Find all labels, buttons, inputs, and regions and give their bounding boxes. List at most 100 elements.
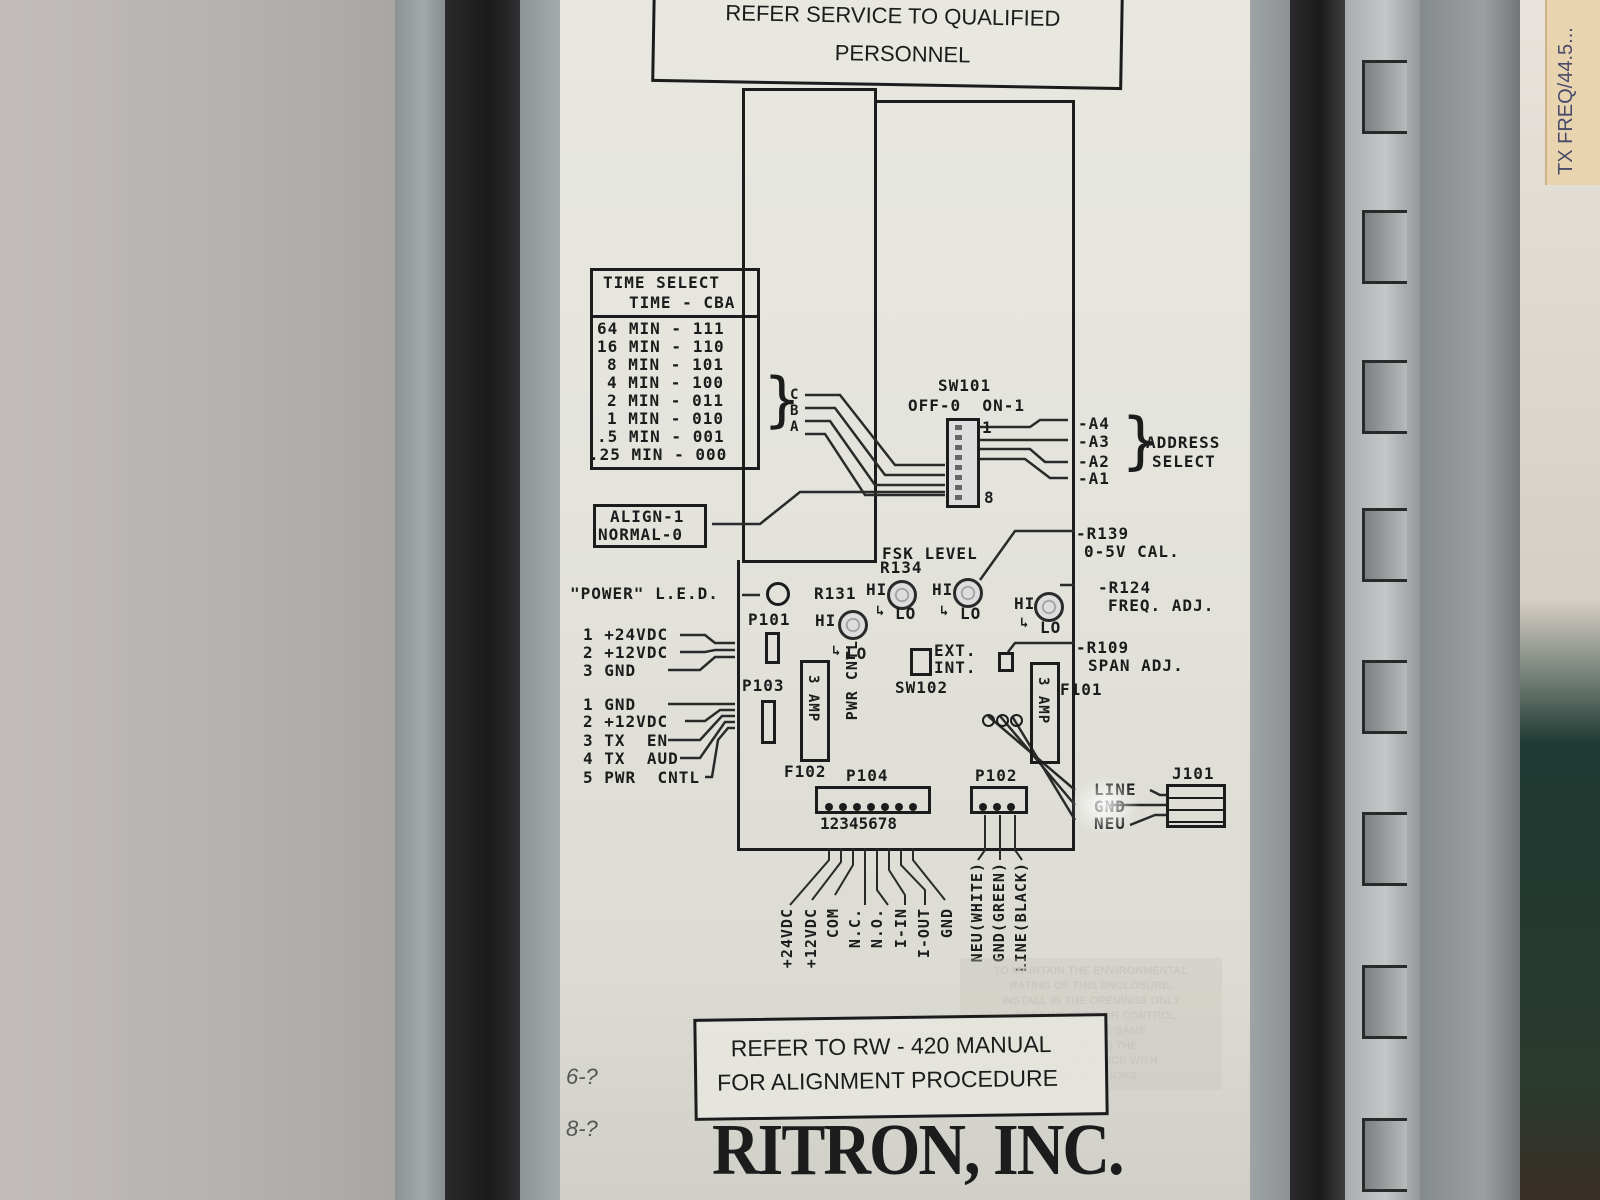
j101-terminal-block[interactable] [1166,784,1226,828]
sw101-name: SW101 [938,376,992,395]
p104-pin-8: GND [938,908,956,939]
p101-connector[interactable] [765,632,780,664]
r134-potentiometer[interactable] [887,580,917,610]
p102-connector[interactable] [970,786,1028,814]
time-select-header: TIME SELECT TIME - CBA [593,271,757,318]
hinge-knuckle [1362,660,1407,734]
address-select-label-1: ADDRESS [1146,433,1221,452]
enclosure-inner-lip [520,0,565,1200]
p103-pin-2: 2 +12VDC [583,712,669,731]
align-label: ALIGN-1 [610,507,685,526]
r131-potentiometer[interactable] [838,610,868,640]
p104-pin-4: N.C. [846,908,864,949]
r131-lo: LO [846,644,868,663]
hinge-knuckle [1362,812,1407,886]
align-mode-box: ALIGN-1 NORMAL-0 [593,504,707,548]
p104-connector[interactable] [815,786,931,814]
r124-hi: HI [1014,594,1036,613]
p104-pin-1: +24VDC [778,908,796,969]
power-led-icon [766,582,790,606]
sw102-switch[interactable] [910,648,932,676]
sw101-legend: OFF-0 ON-1 [908,396,1025,415]
line-terminals [982,712,1024,731]
hinge-knuckle [1362,210,1407,284]
r109-name: -R109 [1076,638,1130,657]
r139-hi: HI [932,580,954,599]
cba-label-a: A [790,419,800,435]
sw101-pin-1: 1 [982,418,993,437]
brand-logo: RITRON, INC. [712,1110,1125,1191]
p103-name: P103 [742,676,785,695]
sw102-ext: EXT. [934,641,977,660]
p104-pin-6: I-IN [892,908,910,949]
r134-lo: LO [895,604,917,623]
p103-pin-3: 3 TX EN [583,731,669,750]
j101-name: J101 [1172,764,1215,783]
cba-bracket: } [764,365,802,435]
p104-pin-5: N.O. [868,908,886,949]
hinge-knuckle [1362,360,1407,434]
time-row: 1 MIN - 010 [607,409,724,428]
p102-name: P102 [975,766,1018,785]
hinge-knuckle [1362,965,1407,1039]
p103-pin-4: 4 TX AUD [583,749,679,768]
alignment-line-1: REFER TO RW - 420 MANUAL [730,1030,1052,1062]
enclosure-frame-right [1250,0,1290,1200]
board-outline [742,560,877,563]
r124-arrow-icon: ↳ [1020,615,1030,631]
board-outline [874,88,877,563]
p104-name: P104 [846,766,889,785]
gasket-right [1290,0,1350,1200]
p103-connector[interactable] [761,700,776,744]
r134-arrow-icon: ↳ [876,603,886,619]
alignment-procedure-box: REFER TO RW - 420 MANUAL FOR ALIGNMENT P… [693,1013,1109,1121]
wall-background [0,0,395,1200]
time-row: .5 MIN - 001 [597,427,725,446]
address-bracket: } [1122,404,1161,477]
hinge-knuckle [1362,1118,1407,1192]
r131-hi: HI [815,611,837,630]
f101-rating: 3 AMP [1035,677,1051,725]
r131-name: R131 [814,584,857,603]
r139-caption: 0-5V CAL. [1084,542,1180,561]
handwritten-tag: TX FREQ/44.5... [1545,0,1600,185]
p104-pin-7: I-OUT [915,908,933,959]
time-row: 2 MIN - 011 [607,391,724,410]
r139-arrow-icon: ↳ [940,603,950,619]
p103-pin-5: 5 PWR CNTL [583,768,700,787]
r109-caption: SPAN ADJ. [1088,656,1184,675]
r139-lo: LO [960,604,982,623]
sw102-name: SW102 [895,678,949,697]
address-a2: -A2 [1078,452,1110,471]
r139-potentiometer[interactable] [953,578,983,608]
r139-name: -R139 [1076,524,1130,543]
handwriting-1: 6-? [566,1064,598,1089]
time-select-columns: TIME - CBA [629,293,736,312]
address-a3: -A3 [1078,432,1110,451]
sw101-dip-switch[interactable] [946,418,980,508]
time-select-title: TIME SELECT [603,273,720,292]
address-select-label-2: SELECT [1152,452,1216,471]
f102-rating: 3 AMP [805,675,821,723]
board-outline [742,88,877,91]
f101-name: F101 [1060,680,1103,699]
p102-pin-line: LINE(BLACK) [1012,862,1030,973]
p102-pin-neu: NEU(WHITE) [968,862,986,963]
r109-component[interactable] [998,652,1014,672]
r124-caption: FREQ. ADJ. [1108,596,1215,615]
p101-name: P101 [748,610,791,629]
p101-pin-3: 3 GND [583,661,637,680]
address-a1: -A1 [1078,469,1110,488]
r124-name: -R124 [1098,578,1152,597]
time-row: 8 MIN - 101 [607,355,724,374]
time-row: .25 MIN - 000 [589,445,728,464]
cba-label-b: B [790,403,800,419]
r124-potentiometer[interactable] [1034,592,1064,622]
r134-name: R134 [880,558,923,577]
board-outline [742,88,745,563]
cba-label-c: C [790,387,800,403]
p104-pin-2: +12VDC [802,908,820,969]
board-outline [1072,100,1075,850]
board-outline [737,848,1075,851]
p104-pin-numbers: 12345678 [820,814,898,833]
